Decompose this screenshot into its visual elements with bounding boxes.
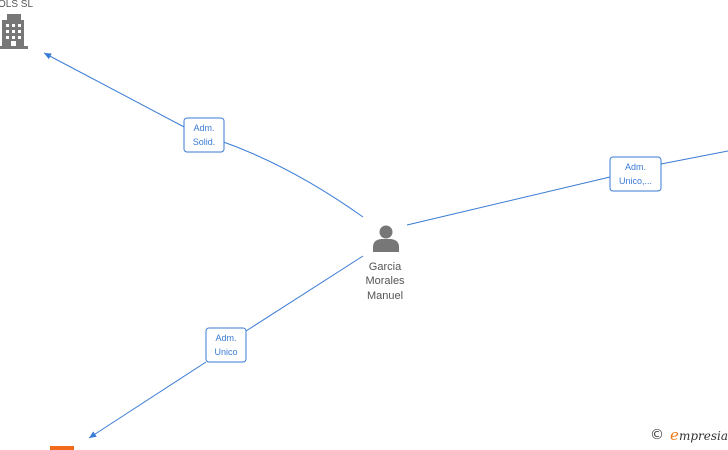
edge-label-line: Adm. (193, 123, 214, 133)
brand-logo: empresia (670, 426, 728, 444)
brand-initial: e (670, 426, 679, 444)
edge-label-line: Unico,... (619, 176, 652, 186)
edge-line-adm-unico-bottom (245, 255, 364, 332)
person-node-center[interactable]: Garcia Morales Manuel (365, 225, 405, 303)
edge-line-adm-unico-bottom-arrow (88, 361, 207, 439)
edge-line-adm-unico-right (406, 176, 611, 226)
edge-label-line: Unico (214, 347, 237, 357)
person-name-line: Manuel (367, 290, 403, 302)
edge-line-adm-unico-right-end (660, 150, 728, 165)
edge-label-adm-solid[interactable]: Adm. Solid. (183, 117, 225, 153)
building-icon (0, 14, 28, 49)
person-icon (373, 225, 399, 252)
edge-label-adm-unico-bottom[interactable]: Adm. Unico (205, 327, 247, 363)
company-node-top-left[interactable]: OLS SL (0, 0, 33, 49)
edge-line-adm-solid-arrow (43, 52, 187, 129)
edge-label-adm-unico-right[interactable]: Adm. Unico,... (609, 156, 662, 192)
company-label: OLS SL (0, 0, 33, 10)
edge-line-adm-solid (217, 139, 364, 218)
brand-rest: mpresia (678, 429, 728, 443)
edge-label-line: Solid. (193, 137, 216, 147)
person-name-line: Morales (365, 275, 405, 287)
brand-watermark: © empresia (650, 426, 728, 444)
company-node-bottom-left[interactable] (50, 446, 74, 450)
edge-label-line: Adm. (625, 162, 646, 172)
person-name-line: Garcia (369, 261, 402, 273)
building-icon (50, 446, 74, 450)
edge-label-line: Adm. (215, 333, 236, 343)
copyright-symbol: © (650, 427, 665, 443)
